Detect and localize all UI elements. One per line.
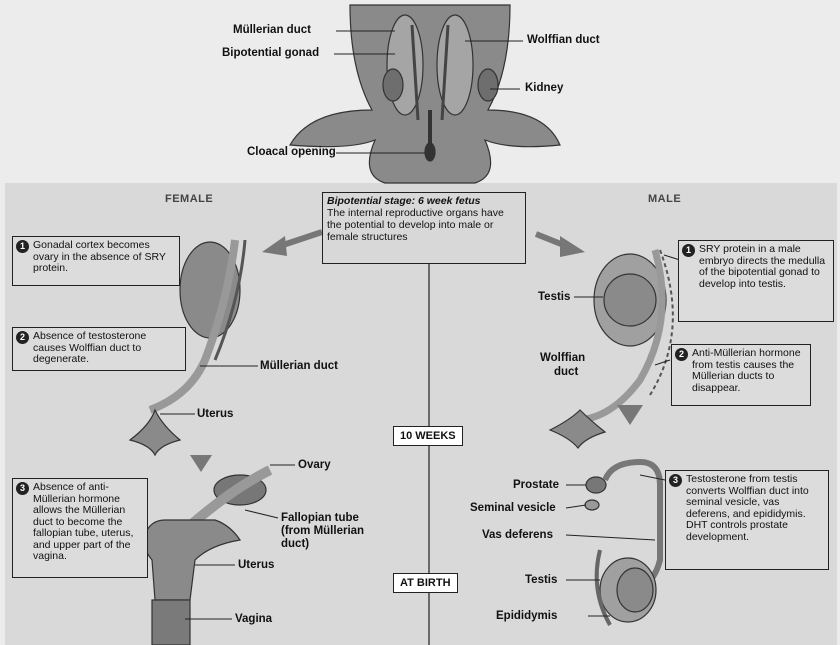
label-wolffian-duct-early: duct: [554, 366, 578, 379]
label-mullerian-duct-top: Müllerian duct: [233, 24, 311, 37]
male-callout-1: 1 SRY protein in a male embryo directs t…: [678, 240, 834, 322]
label-uterus-early: Uterus: [197, 408, 233, 421]
male-panel-title: MALE: [648, 193, 681, 205]
label-vagina: Vagina: [235, 613, 272, 626]
label-wolffian-duct-top: Wolffian duct: [527, 34, 600, 47]
label-bipotential-gonad: Bipotential gonad: [222, 47, 319, 60]
male-callout-3: 3 Testosterone from testis converts Wolf…: [665, 470, 829, 570]
female-callout-2: 2 Absence of testosterone causes Wolffia…: [12, 327, 186, 371]
label-prostate: Prostate: [513, 479, 559, 492]
label-kidney: Kidney: [525, 82, 563, 95]
stage-box-title: Bipotential stage: 6 week fetus: [327, 195, 521, 207]
timeline-10-weeks: 10 WEEKS: [393, 426, 463, 446]
label-vas-deferens: Vas deferens: [482, 529, 553, 542]
label-epididymis: Epididymis: [496, 610, 557, 623]
bipotential-stage-box: Bipotential stage: 6 week fetus The inte…: [322, 192, 526, 264]
female-callout-3-text: Absence of anti-Müllerian hormone allows…: [33, 481, 133, 562]
label-testis-early: Testis: [538, 291, 570, 304]
step-number-badge: 1: [682, 244, 695, 257]
female-callout-2-text: Absence of testosterone causes Wolffian …: [33, 330, 146, 365]
step-number-badge: 1: [16, 240, 29, 253]
female-callout-1-text: Gonadal cortex becomes ovary in the abse…: [33, 239, 166, 274]
timeline-at-birth: AT BIRTH: [393, 573, 458, 593]
label-uterus-adult: Uterus: [238, 559, 274, 572]
step-number-badge: 2: [16, 331, 29, 344]
label-fallopian-tube: Fallopian tube: [281, 512, 359, 525]
label-cloacal-opening: Cloacal opening: [247, 146, 336, 159]
step-number-badge: 3: [669, 474, 682, 487]
label-wolffian-early: Wolffian: [540, 352, 585, 365]
label-testis-adult: Testis: [525, 574, 557, 587]
label-fallopian-origin: (from Müllerian: [281, 525, 364, 538]
label-seminal-vesicle: Seminal vesicle: [470, 502, 556, 515]
male-callout-1-text: SRY protein in a male embryo directs the…: [699, 243, 825, 290]
stage-box-text: The internal reproductive organs have th…: [327, 207, 521, 243]
label-ovary: Ovary: [298, 459, 331, 472]
female-callout-3: 3 Absence of anti-Müllerian hormone allo…: [12, 478, 148, 578]
female-callout-1: 1 Gonadal cortex becomes ovary in the ab…: [12, 236, 180, 286]
male-callout-2-text: Anti-Müllerian hormone from testis cause…: [692, 347, 801, 394]
male-callout-3-text: Testosterone from testis converts Wolffi…: [686, 473, 809, 543]
step-number-badge: 2: [675, 348, 688, 361]
male-callout-2: 2 Anti-Müllerian hormone from testis cau…: [671, 344, 811, 406]
label-mullerian-duct-female: Müllerian duct: [260, 360, 338, 373]
step-number-badge: 3: [16, 482, 29, 495]
label-fallopian-duct: duct): [281, 538, 309, 551]
female-panel-title: FEMALE: [165, 193, 213, 205]
